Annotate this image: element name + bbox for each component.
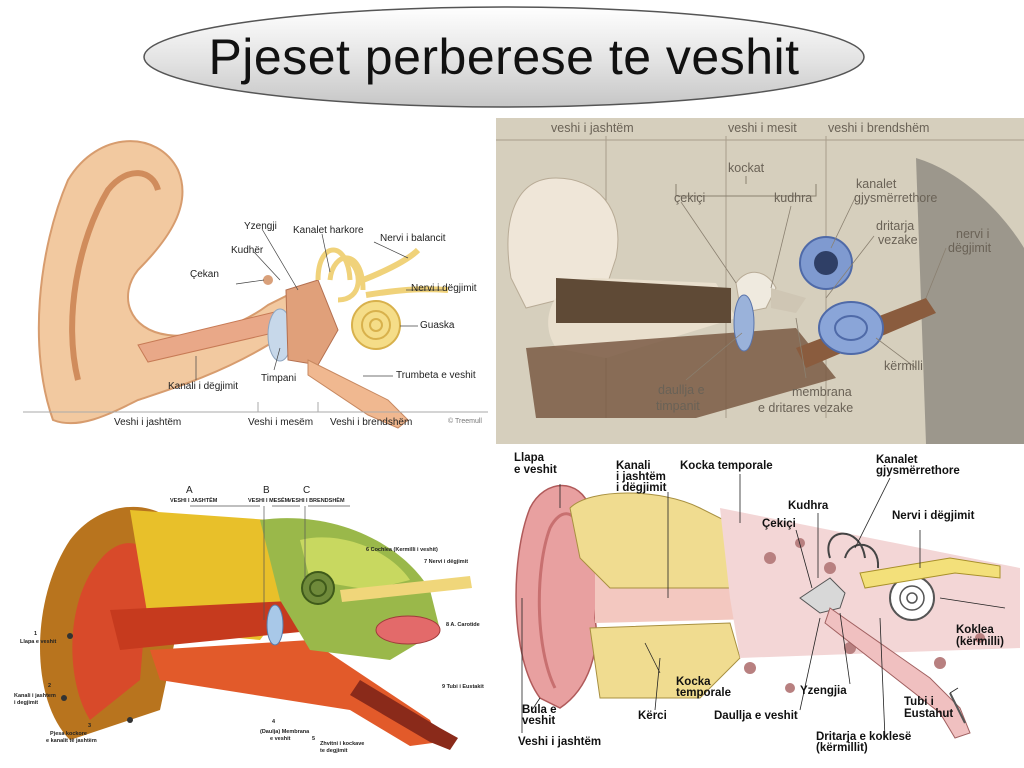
label-dritarja-1: Dritarja e koklesë: [816, 731, 912, 743]
label-kanali-2: i degjimit: [14, 700, 39, 706]
label-llapa: Llapa e veshit: [20, 639, 57, 645]
label-cekan: Çekan: [190, 269, 219, 280]
label-nervi-balancit: Nervi i balancit: [380, 233, 446, 244]
label-guaska: Guaska: [420, 320, 455, 331]
number-1: 1: [34, 631, 38, 637]
label-gjysmerrethore: gjysmërrethore: [876, 465, 960, 477]
label-kanali-3: i dëgjimit: [616, 482, 667, 494]
label-kudhra: Kudhra: [788, 500, 829, 512]
label-llapa-2: e veshit: [514, 464, 557, 476]
ear-diagram-1: Yzengji Kanalet harkore Nervi i balancit…: [18, 130, 494, 432]
section-veshi-brendshem: veshi i brendshëm: [828, 121, 930, 135]
label-bula-2: veshit: [522, 715, 556, 727]
label-bula-1: Bula e: [522, 704, 557, 716]
label-yzengjia: Yzengjia: [800, 685, 847, 697]
section-veshi-jashtem: veshi i jashtëm: [551, 121, 634, 135]
label-kanalet: Kanalet: [876, 454, 918, 466]
number-6: 6: [366, 547, 370, 553]
ear-illustration-1: [23, 140, 488, 429]
number-7: 7: [424, 559, 428, 565]
label-kanali-degjimit: Kanali i dëgjimit: [168, 381, 239, 392]
label-nervi-degjimit: Nervi i dëgjimit: [411, 283, 477, 294]
label-koklea-1: Koklea: [956, 624, 994, 636]
label-kudhra: kudhra: [774, 191, 813, 205]
label-dritarja: dritarja: [876, 219, 915, 233]
ear-diagram-3: A B C VESHI I JASHTËM VESHI I MESËM VESH…: [10, 480, 492, 762]
label-kocka-temporale-2a: Kocka: [676, 676, 711, 688]
label-llapa-1: Llapa: [514, 452, 545, 464]
label-kanalet: kanalet: [856, 177, 897, 191]
label-cekici: Çekiçi: [762, 518, 796, 530]
label-zhvitni-1: Zhvitni i kockave: [320, 741, 365, 747]
number-4: 4: [272, 719, 276, 725]
label-veshi-jashtem: Veshi i jashtëm: [518, 736, 602, 748]
label-tubi: 9 Tubi i Eustakit: [442, 684, 484, 691]
ear-illustration-4: [515, 474, 1020, 739]
ear-illustration-3: [40, 505, 472, 750]
label-yzengji: Yzengji: [244, 221, 277, 232]
label-daullja: Daullja e veshit: [714, 710, 798, 722]
title-ellipse: [143, 6, 865, 108]
label-dritares-vezake: e dritares vezake: [758, 401, 854, 415]
number-9: 9: [442, 684, 446, 690]
label-kerci: Kërci: [638, 710, 667, 722]
label-koklea-2: (kërmilli): [956, 636, 1004, 648]
label-kanali-1: Kanali i jashtem: [14, 693, 56, 699]
label-cekici: çekiçi: [674, 191, 706, 205]
letter-c: C: [303, 485, 311, 496]
page-title: Pjeset perberese te veshit: [208, 29, 800, 85]
number-8: 8: [446, 622, 450, 628]
label-kanali-2: i jashtëm: [616, 471, 666, 483]
label-nervi-text: Nervi i dëgjimit: [428, 559, 469, 565]
label-cochlea-text: Cochlea (Kermilli i veshit): [370, 547, 438, 553]
label-tubi-1: Tubi i: [904, 696, 934, 708]
label-tubi-2: Eustahut: [904, 708, 954, 720]
label-dritarja-2: (kërmillit): [816, 742, 868, 754]
section-jashtem: VESHI I JASHTËM: [170, 498, 218, 504]
label-daullja: daullja e: [658, 383, 705, 397]
label-timpani: Timpani: [261, 373, 297, 384]
label-tubi-text: Tubi i Eustakit: [446, 684, 484, 690]
label-degjimit: dëgjimit: [948, 241, 992, 255]
label-zhvitni-2: te degjimit: [320, 748, 348, 754]
ear-illustration-2: [496, 118, 1024, 444]
letter-b: B: [263, 485, 270, 496]
section-brendshem: VESHI I BRENDSHËM: [288, 498, 345, 504]
label-membrana: membrana: [792, 385, 852, 399]
label-gjysmerrethore: gjysmërrethore: [854, 191, 938, 205]
label-nervi: 7 Nervi i dëgjimit: [424, 559, 469, 566]
label-pjesa-2: e kanalit të jashtëm: [46, 738, 97, 744]
label-kocka-temporale-2b: temporale: [676, 687, 731, 699]
label-timpanit: timpanit: [656, 399, 700, 413]
label-kanali-1: Kanali: [616, 460, 651, 472]
label-kocka-temporale: Kocka temporale: [680, 460, 773, 472]
label-pjesa-1: Pjesa kockore: [50, 731, 87, 737]
title-banner: Pjeset perberese te veshit: [140, 4, 868, 110]
label-daulla-1: (Daulja) Membrana: [260, 729, 310, 735]
number-5: 5: [312, 736, 316, 742]
section-veshi-mesit: veshi i mesit: [728, 121, 797, 135]
section-veshi-mesem: Veshi i mesëm: [248, 417, 314, 428]
section-veshi-brendshem: Veshi i brendshëm: [330, 417, 413, 428]
label-daulla-2: e veshit: [270, 736, 291, 742]
number-2: 2: [48, 683, 52, 689]
label-cochlea: 6 Cochlea (Kermilli i veshit): [366, 547, 438, 554]
label-kudher: Kudhër: [231, 245, 264, 256]
section-veshi-jashtem: Veshi i jashtëm: [114, 417, 182, 428]
label-kockat: kockat: [728, 161, 765, 175]
label-carotide: 8 A. Carotide: [446, 622, 480, 629]
label-nervi-degjimit: Nervi i dëgjimit: [892, 510, 975, 522]
ear-diagram-4: Llapa e veshit Kanali i jashtëm i dëgjim…: [500, 448, 1024, 764]
label-vezake: vezake: [878, 233, 918, 247]
label-kanalet-harkore: Kanalet harkore: [293, 225, 364, 236]
number-3: 3: [88, 723, 92, 729]
letter-a: A: [186, 485, 193, 496]
section-mesem: VESHI I MESËM: [248, 498, 290, 504]
credit-text: © Treemull: [448, 418, 482, 425]
label-carotide-text: A. Carotide: [450, 622, 480, 628]
ear-diagram-2: veshi i jashtëm veshi i mesit veshi i br…: [496, 118, 1024, 444]
label-trumbeta: Trumbeta e veshit: [396, 370, 476, 381]
label-nervi: nervi i: [956, 227, 990, 241]
label-kermilli: kërmilli: [884, 359, 923, 373]
